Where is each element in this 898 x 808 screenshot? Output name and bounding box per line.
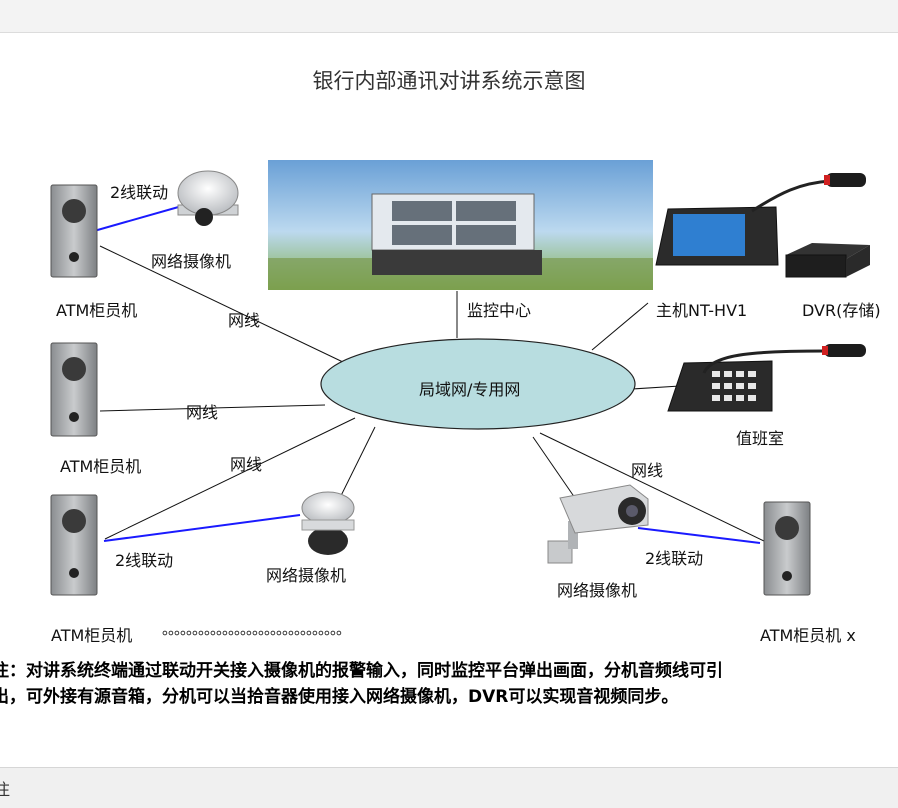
link-atm2 [99,404,326,412]
wire-label-1: 网线 [228,311,261,330]
dvr-label: DVR(存储) [802,301,881,320]
duty-room-label: 值班室 [736,429,785,448]
atm-terminal-1-icon [50,184,98,278]
two-wire-link-2 [103,514,301,542]
wire-label-4: 网线 [631,461,664,480]
footnote-line-2: 出，可外接有源音箱，分机可以当拾音器使用接入网络摄像机，DVR可以实现音视频同步… [0,687,679,707]
diagram-canvas: 银行内部通讯对讲系统示意图 局域网/专用网 监控中心 主机NT-HV1 DVR(… [0,33,898,767]
bullet-camera-icon [547,484,649,564]
atm-terminal-x-icon [763,501,811,596]
camera3-label: 网络摄像机 [557,581,638,600]
diagram-svg [50,160,870,596]
footnote-line-1: 注：对讲系统终端通过联动开关接入摄像机的报警输入，同时监控平台弹出画面，分机音频… [0,661,723,681]
link-atmx [539,432,765,542]
network-label: 局域网/专用网 [419,380,521,399]
link-host [591,302,649,351]
atm2-label: ATM柜员机 [60,457,142,476]
diagram-title: 银行内部通讯对讲系统示意图 [312,69,586,93]
ellipsis-dots: 。。。。。。。。。。。。。。。。。。。。。。。。。。。。。。 [162,620,351,638]
dvr-device-icon [785,243,870,278]
atm3-label: ATM柜员机 [51,626,133,645]
link-atm1 [99,245,346,364]
monitor-center-label: 监控中心 [467,301,532,320]
dome-camera-1-icon [177,170,239,226]
atm-terminal-2-icon [50,342,98,437]
link-atm3 [104,417,356,540]
link-duty [631,385,681,390]
network-links [99,245,765,542]
two-wire-label-2: 2线联动 [115,551,174,570]
host-console-icon [655,173,866,266]
two-wire-label-3: 2线联动 [645,549,704,568]
wire-label-2: 网线 [186,403,219,422]
network-cloud [320,338,636,430]
atm1-label: ATM柜员机 [56,301,138,320]
footnote: 注：对讲系统终端通过联动开关接入摄像机的报警输入，同时监控平台弹出画面，分机音频… [0,658,898,710]
atm-terminal-3-icon [50,494,98,596]
camera2-label: 网络摄像机 [266,566,347,585]
duty-console-icon [667,344,866,412]
two-wire-links [86,205,761,544]
link-camera3 [532,436,576,499]
atm-x-label: ATM柜员机 x [760,626,856,645]
status-bar-text: 注 [0,780,11,799]
video-wall-image [268,160,653,290]
two-wire-link-1 [86,205,183,234]
wire-label-3: 网线 [230,455,263,474]
two-wire-label-1: 2线联动 [110,183,169,202]
bottom-status-bar: 注 [0,767,898,808]
two-wire-link-3 [637,527,761,544]
dome-camera-2-icon [301,491,355,555]
top-toolbar [0,0,898,33]
host-label: 主机NT-HV1 [656,301,748,320]
camera1-label: 网络摄像机 [151,252,232,271]
